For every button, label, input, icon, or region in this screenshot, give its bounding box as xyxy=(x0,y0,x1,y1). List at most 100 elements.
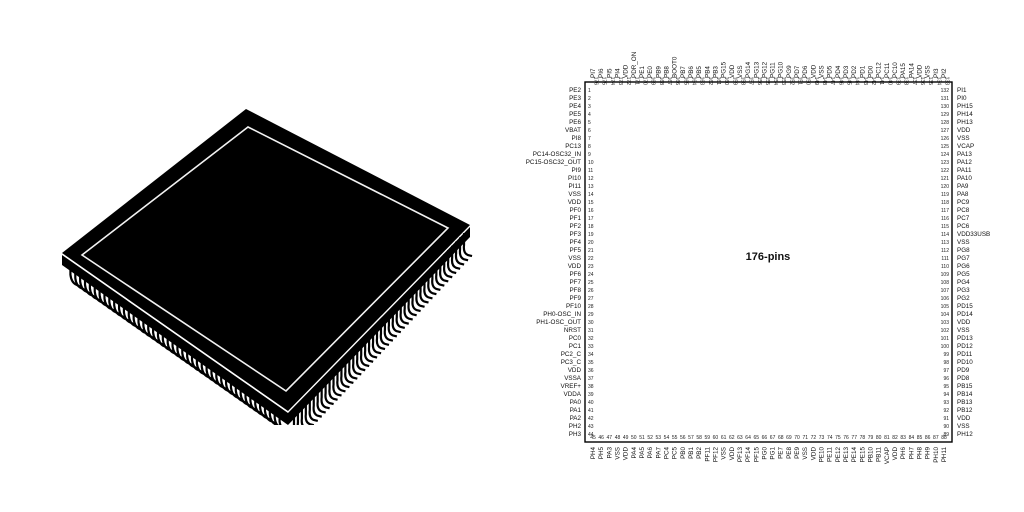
pin-number: 171 xyxy=(633,77,639,86)
pin-label: PI8 xyxy=(572,135,582,142)
pin-number: 168 xyxy=(658,77,664,86)
pin-number: 70 xyxy=(794,435,800,441)
pin-label: PD7 xyxy=(794,65,801,78)
pin-number: 94 xyxy=(943,392,949,398)
pin-label: PC10 xyxy=(892,62,899,78)
pin-number: 163 xyxy=(699,77,705,86)
pin-number: 7 xyxy=(588,136,591,142)
pin-label: PI0 xyxy=(957,95,967,102)
chip-lead xyxy=(363,338,374,363)
pin-label: PB1 xyxy=(688,447,695,459)
pin-label: VSS xyxy=(957,423,970,430)
pin-number: 17 xyxy=(588,216,594,222)
pin-number: 37 xyxy=(588,376,594,382)
pin-number: 52 xyxy=(647,435,653,441)
pin-number: 123 xyxy=(941,160,950,166)
pin-label: PA3 xyxy=(606,447,613,459)
chip-body-top xyxy=(62,109,470,411)
pin-label: VDD xyxy=(917,64,924,78)
pin-label: PF12 xyxy=(712,447,719,463)
pin-label: PG14 xyxy=(745,61,752,78)
chip-lead xyxy=(312,393,323,418)
pin-label: PA13 xyxy=(957,151,972,158)
pin-number: 109 xyxy=(941,272,950,278)
pin-label: PH10 xyxy=(933,447,940,463)
pin-number: 67 xyxy=(770,435,776,441)
pin-number: 132 xyxy=(941,88,950,94)
pin-number: 157 xyxy=(748,77,754,86)
chip-lead xyxy=(336,368,346,393)
pin-number: 56 xyxy=(680,435,686,441)
pin-number: 13 xyxy=(588,184,594,190)
pin-label: PI11 xyxy=(569,183,582,190)
chip-lead xyxy=(427,271,437,296)
pin-number: 152 xyxy=(788,77,794,86)
chip-lead xyxy=(379,321,390,346)
pin-number: 173 xyxy=(617,77,623,86)
pin-number: 151 xyxy=(797,77,803,86)
pin-label: PB0 xyxy=(680,447,687,459)
pin-number: 30 xyxy=(588,320,594,326)
pin-label: PB12 xyxy=(957,407,973,414)
pin-number: 144 xyxy=(854,77,860,86)
pin-number: 147 xyxy=(829,77,835,86)
pin-label: PC13 xyxy=(565,143,581,150)
pin-number: 156 xyxy=(756,77,762,86)
pin-label: PE8 xyxy=(786,447,793,459)
pin-number: 73 xyxy=(819,435,825,441)
pin-number: 8 xyxy=(588,144,591,150)
pin-number: 74 xyxy=(827,435,833,441)
pin-number: 59 xyxy=(704,435,710,441)
chip-lead xyxy=(395,304,406,330)
pin-number: 142 xyxy=(870,77,876,86)
pin-label: VDD xyxy=(810,447,817,461)
pin-label: PI9 xyxy=(572,167,582,174)
pin-label: PF1 xyxy=(569,215,581,222)
pin-label: PG2 xyxy=(957,295,970,302)
pin-number: 76 xyxy=(843,435,849,441)
pin-number: 108 xyxy=(941,280,950,286)
chip-lead xyxy=(375,326,386,351)
chip-lead xyxy=(415,283,425,308)
pin-label: PI6 xyxy=(598,68,605,78)
pin-label: PC4 xyxy=(663,447,670,460)
pin-label: PH14 xyxy=(957,111,973,118)
pin-number: 129 xyxy=(941,112,950,118)
pin-number: 77 xyxy=(851,435,857,441)
pin-label: PG5 xyxy=(957,271,970,278)
pin-label: PD4 xyxy=(835,65,842,78)
chip-lead xyxy=(344,359,354,384)
pin-number: 160 xyxy=(723,77,729,86)
pin-number: 63 xyxy=(737,435,743,441)
pin-label: VDD xyxy=(892,447,899,461)
pin-number: 82 xyxy=(892,435,898,441)
pin-number: 149 xyxy=(813,77,819,86)
pin-label: PF15 xyxy=(753,447,760,463)
pin-number: 98 xyxy=(943,360,949,366)
pin-number: 20 xyxy=(588,240,594,246)
pin-label: PH7 xyxy=(908,447,915,460)
pin-label: PI1 xyxy=(957,87,967,94)
pin-label: VDD xyxy=(568,199,582,206)
pin-label: PG3 xyxy=(957,287,970,294)
pin-label: VDD xyxy=(957,415,971,422)
pin-label: VDDA xyxy=(564,391,582,398)
pin-label: PA9 xyxy=(957,183,969,190)
pin-label: PB5 xyxy=(696,66,703,78)
pin-label: PB14 xyxy=(957,391,973,398)
pin-label: VSS xyxy=(819,65,826,78)
pin-label: VSS xyxy=(957,327,970,334)
pin-label: VBAT xyxy=(565,127,581,134)
pin-number: 111 xyxy=(941,256,949,262)
pin-label: PA7 xyxy=(655,447,662,459)
pin-label: PE6 xyxy=(569,119,581,126)
pin-label: PD5 xyxy=(827,65,834,78)
pinout-diagram: 176-pins 1PE22PE33PE44PE55PE66VBAT7PI88P… xyxy=(526,51,991,464)
pin-label: PA5 xyxy=(639,447,646,459)
pin-number: 150 xyxy=(805,77,811,86)
pin-label: PC1 xyxy=(569,343,582,350)
pin-label: PH6 xyxy=(900,447,907,460)
pin-number: 41 xyxy=(588,408,594,414)
pin-label: PB13 xyxy=(957,399,973,406)
pin-label: PF7 xyxy=(569,279,581,286)
